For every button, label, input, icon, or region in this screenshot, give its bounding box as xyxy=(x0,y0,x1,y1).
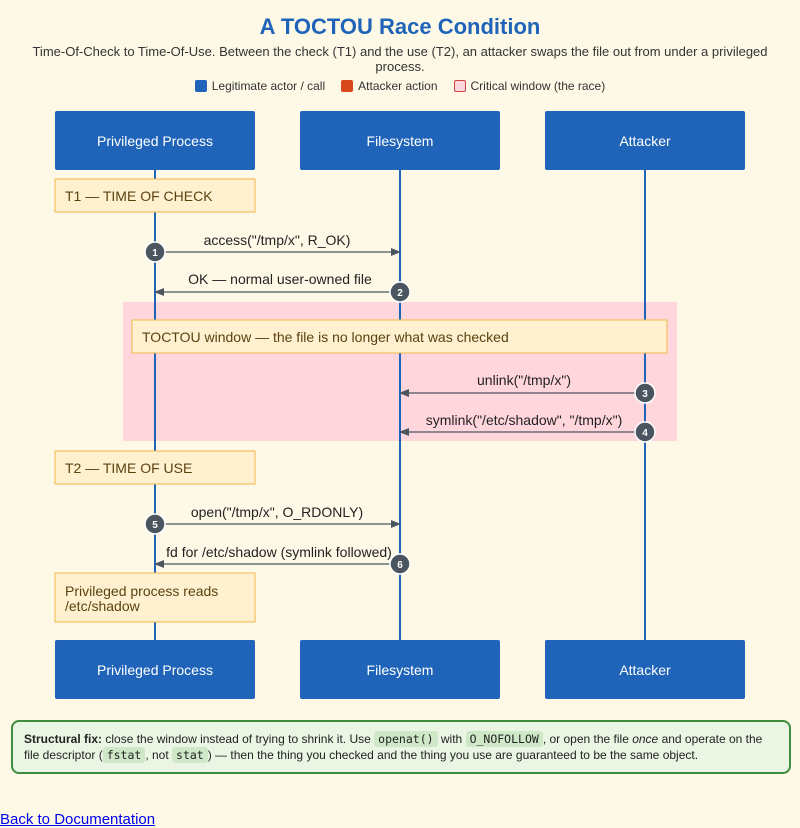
fix-text: with xyxy=(437,732,466,746)
note-text: T1 — TIME OF CHECK xyxy=(65,188,213,204)
structural-fix-callout: Structural fix: close the window instead… xyxy=(11,720,791,774)
actor-label: Attacker xyxy=(619,662,671,678)
actor-label: Privileged Process xyxy=(97,133,213,149)
step-badge-5 xyxy=(144,513,166,535)
legend-swatch-legitimate xyxy=(194,80,207,92)
message-label: access("/tmp/x", R_OK) xyxy=(204,232,351,248)
legend-item-legitimate: Legitimate actor / call xyxy=(194,79,326,93)
note-time-of-check: T1 — TIME OF CHECK xyxy=(54,178,256,213)
message-6-fd: fd for /etc/shadow (symlink followed) 6 xyxy=(154,544,411,575)
step-badge-number: 5 xyxy=(152,520,158,531)
diagram-subtitle: Time-Of-Check to Time-Of-Use. Between th… xyxy=(32,44,768,74)
fix-emphasis: once xyxy=(632,732,659,746)
message-label: symlink("/etc/shadow", "/tmp/x") xyxy=(426,412,622,428)
note-text-line2: /etc/shadow xyxy=(65,598,141,614)
step-badge-number: 4 xyxy=(642,428,648,439)
message-2-ok: OK — normal user-owned file 2 xyxy=(154,271,411,303)
legend-item-attacker: Attacker action xyxy=(341,79,438,93)
legend-swatch-critical-window xyxy=(453,80,466,92)
code-o-nofollow: O_NOFOLLOW xyxy=(465,731,543,747)
actor-label: Filesystem xyxy=(367,133,434,149)
legend-label-attacker: Attacker action xyxy=(358,79,438,93)
actor-label: Privileged Process xyxy=(97,662,213,678)
sequence-diagram: Privileged Process Filesystem Attacker P… xyxy=(54,111,745,699)
actor-privileged-process-top: Privileged Process xyxy=(55,111,255,170)
message-label: OK — normal user-owned file xyxy=(188,271,372,287)
legend-label-legitimate: Legitimate actor / call xyxy=(211,79,326,93)
legend-swatch-attacker xyxy=(341,80,354,92)
fix-label: Structural fix: xyxy=(24,732,103,746)
legend-item-critical-window: Critical window (the race) xyxy=(453,79,606,93)
fix-text: , not xyxy=(145,748,173,762)
actor-attacker-bottom: Attacker xyxy=(545,640,745,699)
message-label: unlink("/tmp/x") xyxy=(477,372,571,388)
actor-filesystem-top: Filesystem xyxy=(300,111,500,170)
fix-text: , or open the file xyxy=(542,732,633,746)
message-label: open("/tmp/x", O_RDONLY) xyxy=(191,504,363,520)
legend-label-critical-window: Critical window (the race) xyxy=(470,79,606,93)
fix-text: close the window instead of trying to sh… xyxy=(102,732,375,746)
step-badge-number: 6 xyxy=(397,560,403,571)
note-text: TOCTOU window — the file is no longer wh… xyxy=(142,329,509,345)
step-badge-2 xyxy=(389,281,411,303)
legend: Legitimate actor / call Attacker action … xyxy=(0,79,800,93)
actor-filesystem-bottom: Filesystem xyxy=(300,640,500,699)
step-badge-6 xyxy=(389,553,411,575)
message-5-open: open("/tmp/x", O_RDONLY) 5 xyxy=(144,504,401,535)
step-badge-number: 1 xyxy=(152,248,158,259)
note-reads-shadow: Privileged process reads /etc/shadow xyxy=(54,572,256,623)
note-text: T2 — TIME OF USE xyxy=(65,460,192,476)
fix-text: and operate on the file descriptor ( xyxy=(24,732,763,762)
code-stat: stat xyxy=(172,747,208,763)
step-badge-number: 2 xyxy=(397,288,403,299)
note-time-of-use: T2 — TIME OF USE xyxy=(54,450,256,485)
note-text-line1: Privileged process reads xyxy=(65,583,218,599)
diagram-title: A TOCTOU Race Condition xyxy=(259,14,541,39)
message-3-unlink: unlink("/tmp/x") 3 xyxy=(399,372,656,404)
step-badge-number: 3 xyxy=(642,389,648,400)
message-label: fd for /etc/shadow (symlink followed) xyxy=(166,544,392,560)
step-badge-1 xyxy=(144,241,166,263)
message-4-symlink: symlink("/etc/shadow", "/tmp/x") 4 xyxy=(399,412,656,443)
actor-label: Filesystem xyxy=(367,662,434,678)
actor-attacker-top: Attacker xyxy=(545,111,745,170)
step-badge-3 xyxy=(634,382,656,404)
step-badge-4 xyxy=(634,421,656,443)
actor-privileged-process-bottom: Privileged Process xyxy=(55,640,255,699)
fix-text: ) — then the thing you checked and the t… xyxy=(207,748,699,762)
note-toctou-window: TOCTOU window — the file is no longer wh… xyxy=(131,319,668,354)
message-1-access: access("/tmp/x", R_OK) 1 xyxy=(144,232,401,263)
code-openat: openat() xyxy=(374,731,438,747)
code-fstat: fstat xyxy=(102,747,146,763)
actor-label: Attacker xyxy=(619,133,671,149)
